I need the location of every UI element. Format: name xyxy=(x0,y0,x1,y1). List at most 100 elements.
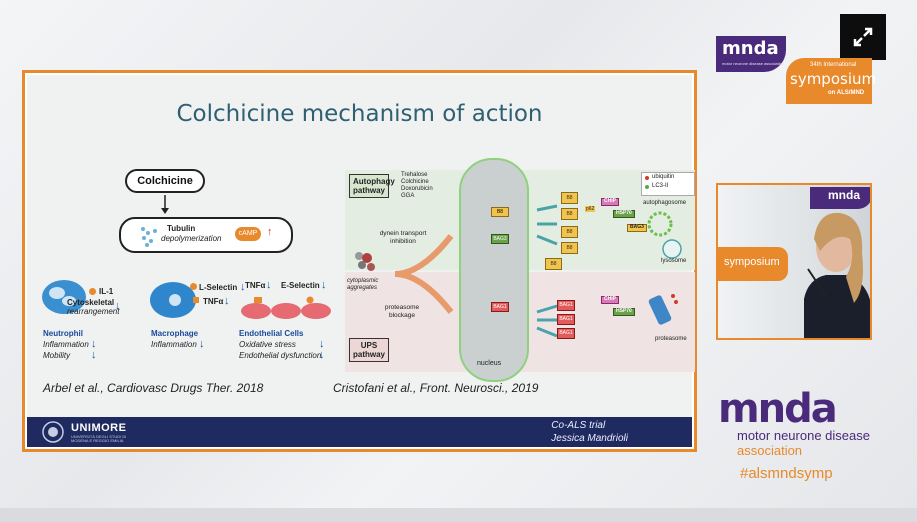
dysfunction-down-arrow-icon: ↓ xyxy=(319,349,325,361)
video-mnda-text: mnda xyxy=(828,188,861,202)
slide-title: Colchicine mechanism of action xyxy=(176,101,543,127)
tnf2-label: TNFα xyxy=(245,281,266,290)
ups-pathway-tag: UPS pathway xyxy=(349,338,389,363)
university-subtitle: UNIVERSITÀ DEGLI STUDI DI MODENA E REGGI… xyxy=(71,434,127,444)
neutrophil-cell-icon xyxy=(42,280,86,314)
endothelial-line-2: Endothelial dysfunction xyxy=(239,351,322,360)
neutrophil-line-1: Inflammation xyxy=(43,340,89,349)
tnf1-down-arrow-icon: ↓ xyxy=(224,295,230,307)
symposium-ordinal: 34th International xyxy=(810,62,857,68)
legend-box xyxy=(641,172,695,196)
b8-protein-4: B8 xyxy=(561,242,578,254)
arrow-down-icon xyxy=(161,195,169,214)
camp-badge: cAMP xyxy=(235,227,261,241)
legend-lc3: LC3-II xyxy=(652,183,669,189)
bag1-protein-1: BAG1 xyxy=(557,300,575,311)
colchicine-box: Colchicine xyxy=(125,169,205,193)
slide-footer: UNIMORE UNIVERSITÀ DEGLI STUDI DI MODENA… xyxy=(27,417,692,447)
ubiquitin-dot-icon xyxy=(645,176,649,180)
tnf-square-icon xyxy=(193,297,199,303)
drug-2: Colchicine xyxy=(401,179,429,185)
mnda-small-badge: mnda motor neurone disease association xyxy=(716,36,786,72)
mobility-down-arrow-icon: ↓ xyxy=(91,349,97,361)
cytoskeletal-down-arrow-icon: ↓ xyxy=(115,300,121,312)
mnda-logo-line-2: association xyxy=(737,443,803,458)
autophagosome-icon xyxy=(647,211,673,237)
lc3-dot-icon xyxy=(645,185,649,189)
symposium-badge: 34th International symposium on ALS/MND xyxy=(786,58,876,104)
rearrangement-label: rearrangement xyxy=(67,307,120,316)
macrophage-down-arrow-icon: ↓ xyxy=(199,338,205,350)
autophagosome-label: autophagosome xyxy=(643,200,687,206)
bag3-tag: BAG3 xyxy=(627,224,647,232)
b8-gene-box: B8 xyxy=(491,207,509,217)
neutrophil-heading: Neutrophil xyxy=(43,329,83,338)
camp-up-arrow-icon: ↑ xyxy=(267,226,273,238)
citation-left: Arbel et al., Cardiovasc Drugs Ther. 201… xyxy=(43,381,264,395)
bag3-gene-box: BAG3 xyxy=(491,234,509,244)
hsp70-tag-2: HSP70 xyxy=(613,308,635,316)
lselectin-label: L-Selectin xyxy=(199,283,238,292)
lselectin-down-arrow-icon: ↓ xyxy=(240,281,246,293)
eselectin-label: E-Selectin xyxy=(281,281,320,290)
bottom-strip xyxy=(0,508,917,522)
bag1-protein-3: BAG1 xyxy=(557,328,575,339)
drug-4: GGA xyxy=(401,193,415,199)
cytoskeletal-label: Cytoskeletal xyxy=(67,298,115,307)
expand-icon xyxy=(853,27,873,47)
tubulin-box xyxy=(119,217,293,253)
endothelial-cells-icon xyxy=(241,296,331,319)
export-arrows-icon xyxy=(536,204,558,338)
neutrophil-line-2: Mobility xyxy=(43,351,71,360)
lysosome-label: lysosome xyxy=(661,258,687,264)
b8-protein-5: B8 xyxy=(545,258,562,270)
il1-label: IL-1 xyxy=(99,287,114,296)
pathway-arrows-icon xyxy=(394,234,454,314)
camp-label: cAMP xyxy=(238,230,258,237)
symposium-logo: mnda motor neurone disease association 3… xyxy=(716,36,876,104)
mnda-small-text: mnda xyxy=(722,38,779,59)
b8-protein-2: B8 xyxy=(561,208,578,220)
tubulin-sub: depolymerization xyxy=(161,234,222,243)
mnda-logo-line-1: motor neurone disease xyxy=(737,428,870,443)
endothelial-heading: Endothelial Cells xyxy=(239,329,304,338)
bag1-gene-box: BAG1 xyxy=(491,302,509,312)
b8-protein-3: B8 xyxy=(561,226,578,238)
eselectin-down-arrow-icon: ↓ xyxy=(321,279,327,291)
oxidative-down-arrow-icon: ↓ xyxy=(319,338,325,350)
b8-protein-1: B8 xyxy=(561,192,578,204)
slide-frame: Colchicine mechanism of action Colchicin… xyxy=(22,70,697,452)
university-name: UNIMORE xyxy=(71,422,127,434)
university-seal-icon xyxy=(42,421,64,443)
fullscreen-button[interactable] xyxy=(840,14,886,60)
legend-ubiquitin: ubiquitin xyxy=(652,174,675,180)
speaker-figure-icon xyxy=(804,212,870,338)
tnf2-down-arrow-icon: ↓ xyxy=(266,279,272,291)
tubulin-icon xyxy=(141,227,157,247)
video-symposium-text: symposium xyxy=(724,256,780,268)
hsp70-tag-1: HSP70 xyxy=(613,210,635,218)
nucleus-shape xyxy=(459,158,529,382)
proteasome-label: proteasome xyxy=(655,336,687,342)
lselectin-marker-icon xyxy=(190,283,197,290)
symposium-word: symposium xyxy=(790,70,877,88)
tnf1-label: TNFα xyxy=(203,297,224,306)
proteasome-icon xyxy=(648,294,678,325)
bag1-protein-2: BAG1 xyxy=(557,314,575,325)
hashtag: #alsmndsymp xyxy=(740,465,833,482)
proteasome-blockage-label: proteasome blockage xyxy=(384,304,420,319)
drugs-list: Trehalose Colchicine Doxorubicin GGA xyxy=(401,172,433,200)
macrophage-cell-icon xyxy=(150,282,196,318)
video-symposium-badge: symposium xyxy=(718,247,788,281)
autophagy-pathway-tag: Autophagy pathway xyxy=(349,174,395,199)
nucleus-label: nucleus xyxy=(477,360,502,367)
speaker-video[interactable]: mnda symposium xyxy=(716,183,872,340)
cytoplasmic-label: cytoplasmic aggregates xyxy=(347,278,379,292)
dynein-label: dynein transport inhibition xyxy=(379,230,427,245)
slide-content: Colchicine mechanism of action Colchicin… xyxy=(27,75,695,447)
drug-3: Doxorubicin xyxy=(401,186,433,192)
trial-caption: Co-ALS trial Jessica Mandrioli xyxy=(551,419,628,445)
mnda-small-subtext: motor neurone disease association xyxy=(722,61,785,66)
p62-label: p62 xyxy=(585,206,596,212)
mnda-logo: mnda xyxy=(718,386,838,432)
